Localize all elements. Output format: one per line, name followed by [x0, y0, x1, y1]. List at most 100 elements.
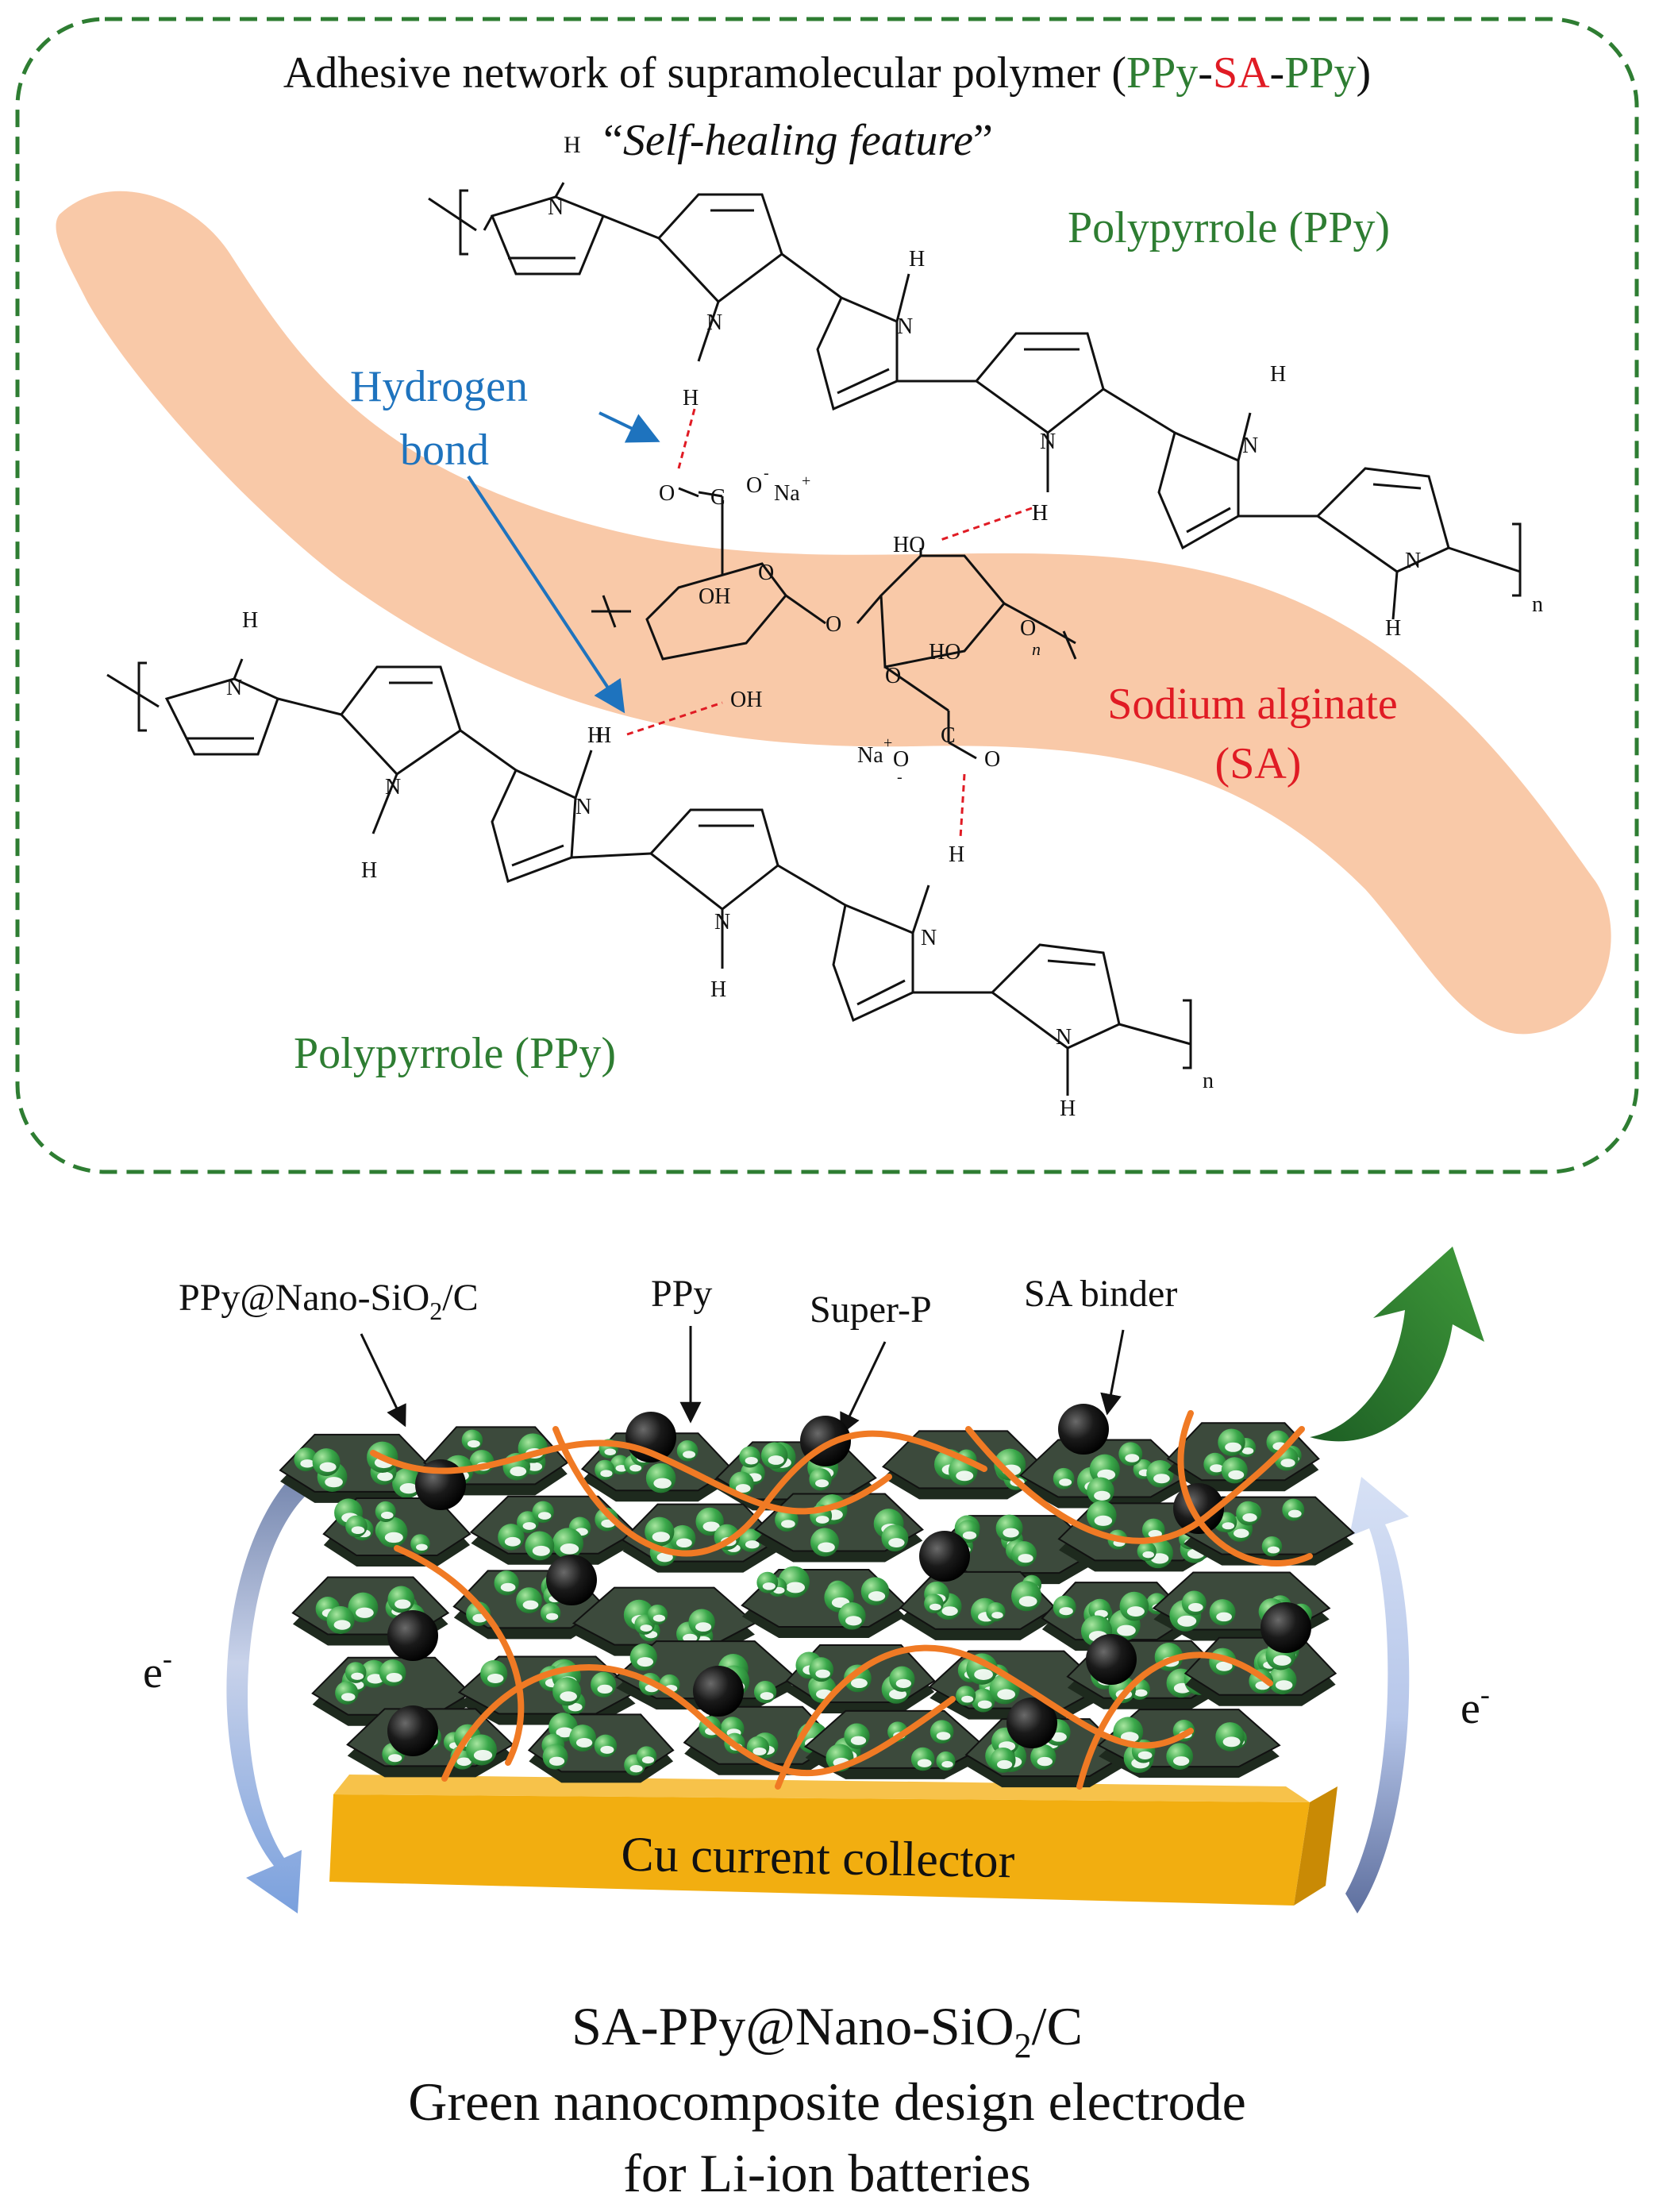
- white-cap: [1094, 1490, 1110, 1501]
- green-sphere: [345, 1515, 368, 1538]
- green-sphere: [498, 1524, 525, 1551]
- caption-line1-prefix: SA-PPy@Nano-SiO: [572, 1996, 1014, 2056]
- white-cap: [1234, 1528, 1249, 1538]
- super-p-ball: [546, 1555, 597, 1605]
- ppy-ring-3: [816, 296, 899, 411]
- white-cap: [351, 1672, 364, 1680]
- o-label-3: O: [1020, 616, 1036, 641]
- green-sphere: [838, 1602, 866, 1630]
- top-panel-title: Adhesive network of supramolecular polym…: [283, 48, 1371, 98]
- sa-fiber: [441, 1664, 956, 1782]
- o-label-5: O: [984, 747, 1000, 772]
- white-cap: [1148, 1529, 1162, 1539]
- green-sphere: [1236, 1501, 1260, 1526]
- white-cap: [683, 1633, 698, 1643]
- white-cap: [545, 1613, 559, 1620]
- caption-line1: SA-PPy@Nano-SiO2/C: [572, 1996, 1083, 2065]
- green-sphere: [810, 1528, 840, 1557]
- caption-line3: for Li-ion batteries: [623, 2143, 1031, 2203]
- green-sphere: [1181, 1590, 1207, 1616]
- white-cap: [560, 1543, 579, 1555]
- green-sphere: [525, 1531, 555, 1561]
- white-cap: [388, 1754, 402, 1763]
- n-atom-5: N: [1242, 434, 1258, 458]
- h-atom-hb: H: [595, 723, 611, 748]
- minus-label-2: -: [897, 769, 903, 786]
- white-cap: [629, 1464, 642, 1472]
- white-cap: [760, 1692, 774, 1700]
- hbond-line2: bond: [400, 426, 489, 475]
- super-p-ball: [1086, 1634, 1137, 1685]
- white-cap: [850, 1678, 868, 1689]
- white-cap: [504, 1536, 521, 1547]
- white-cap: [384, 1532, 403, 1543]
- white-cap: [1117, 1624, 1136, 1636]
- electron-right-text: e: [1461, 1684, 1480, 1733]
- white-cap: [702, 1521, 720, 1532]
- white-cap: [1134, 1689, 1148, 1697]
- green-sphere: [889, 1666, 915, 1692]
- white-cap: [319, 1462, 337, 1472]
- green-sphere: [809, 1657, 834, 1682]
- white-cap: [575, 1738, 593, 1748]
- electron-left-text: e: [143, 1648, 163, 1698]
- sa-fiber: [552, 1426, 987, 1557]
- white-cap: [510, 1466, 527, 1477]
- white-cap: [416, 1543, 428, 1551]
- green-sphere: [1137, 1541, 1157, 1562]
- green-sphere: [591, 1671, 617, 1698]
- white-cap: [473, 1749, 493, 1761]
- label-sa-binder: SA binder: [1024, 1273, 1177, 1315]
- cu-collector: Cu current collector: [329, 1775, 1337, 1906]
- white-cap: [637, 1657, 654, 1667]
- alginate-labels: O C O - Na + O OH OH O HO HO O O n Na + …: [595, 464, 1048, 786]
- white-cap: [1018, 1554, 1033, 1563]
- hbond-dash-4: [959, 773, 966, 838]
- h-atom-5: H: [1270, 362, 1286, 387]
- white-cap: [815, 1669, 830, 1678]
- green-sphere: [312, 1448, 341, 1477]
- bracket-left-bottom: [137, 661, 147, 732]
- n-subscript-top: n: [1532, 592, 1543, 617]
- hbond-dash-1: [677, 408, 696, 469]
- white-cap: [683, 1451, 696, 1459]
- green-sphere: [688, 1609, 715, 1636]
- white-cap: [786, 1582, 806, 1593]
- white-cap: [695, 1622, 712, 1632]
- white-cap: [333, 1620, 351, 1630]
- white-cap: [818, 1542, 835, 1553]
- green-sphere: [1053, 1467, 1075, 1489]
- green-sphere: [629, 1644, 657, 1671]
- green-sphere: [1166, 1743, 1194, 1770]
- white-cap: [300, 1459, 315, 1468]
- green-sphere: [924, 1593, 944, 1613]
- white-cap: [961, 1695, 974, 1703]
- bracket-right-bottom: [1183, 999, 1192, 1069]
- label-superp: Super-P: [810, 1289, 932, 1331]
- h-atom-12: H: [1060, 1096, 1076, 1121]
- ho-label-2: HO: [929, 640, 960, 665]
- h-atom-3: H: [909, 247, 925, 272]
- atom-labels: N N H N H N H N H N H n H N N H N H N H …: [226, 195, 1543, 1121]
- green-sphere: [936, 1751, 956, 1771]
- n-subscript-alginate: n: [1032, 639, 1041, 659]
- white-cap: [386, 1672, 402, 1682]
- white-cap: [974, 1669, 993, 1680]
- white-cap: [929, 1603, 941, 1611]
- white-cap: [487, 1674, 504, 1683]
- white-cap: [1225, 1442, 1241, 1452]
- green-sphere: [540, 1602, 561, 1624]
- caption-line2: Green nanocomposite design electrode: [408, 2071, 1246, 2132]
- ppy-label-bottom: Polypyrrole (PPy): [294, 1029, 616, 1078]
- o-label-ring-2: O: [885, 664, 901, 688]
- collector-side: [1294, 1786, 1337, 1906]
- hydrogen-bonds: [626, 408, 1033, 838]
- super-p-ball: [919, 1531, 970, 1582]
- n-atom-8: N: [385, 775, 401, 800]
- green-sphere: [494, 1570, 519, 1596]
- green-sphere: [569, 1725, 597, 1752]
- white-cap: [351, 1526, 365, 1535]
- white-cap: [1050, 1732, 1067, 1742]
- green-sphere: [910, 1747, 935, 1771]
- white-cap: [1173, 1756, 1190, 1766]
